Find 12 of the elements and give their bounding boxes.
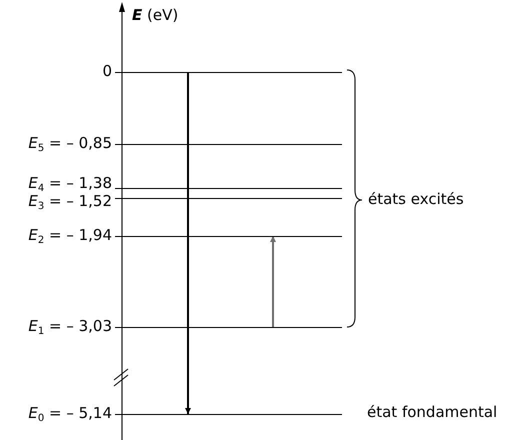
state-label: état fondamental — [367, 405, 498, 420]
axis-label: E (eV) — [132, 8, 178, 23]
transition-arrow — [270, 236, 276, 327]
group-label: états excités — [368, 192, 464, 207]
level-label: 0 — [102, 64, 112, 79]
level-label: E$_{3}$ = – 1,52 — [28, 194, 112, 209]
level-label: E$_{5}$ = – 0,85 — [28, 136, 112, 151]
level-label: E$_{1}$ = – 3,03 — [28, 319, 112, 334]
level-label: E$_{2}$ = – 1,94 — [28, 228, 112, 243]
level-label: E$_{4}$ = – 1,38 — [28, 176, 112, 191]
transition-arrow — [185, 72, 191, 414]
level-label: E$_{0}$ = – 5,14 — [28, 406, 112, 421]
